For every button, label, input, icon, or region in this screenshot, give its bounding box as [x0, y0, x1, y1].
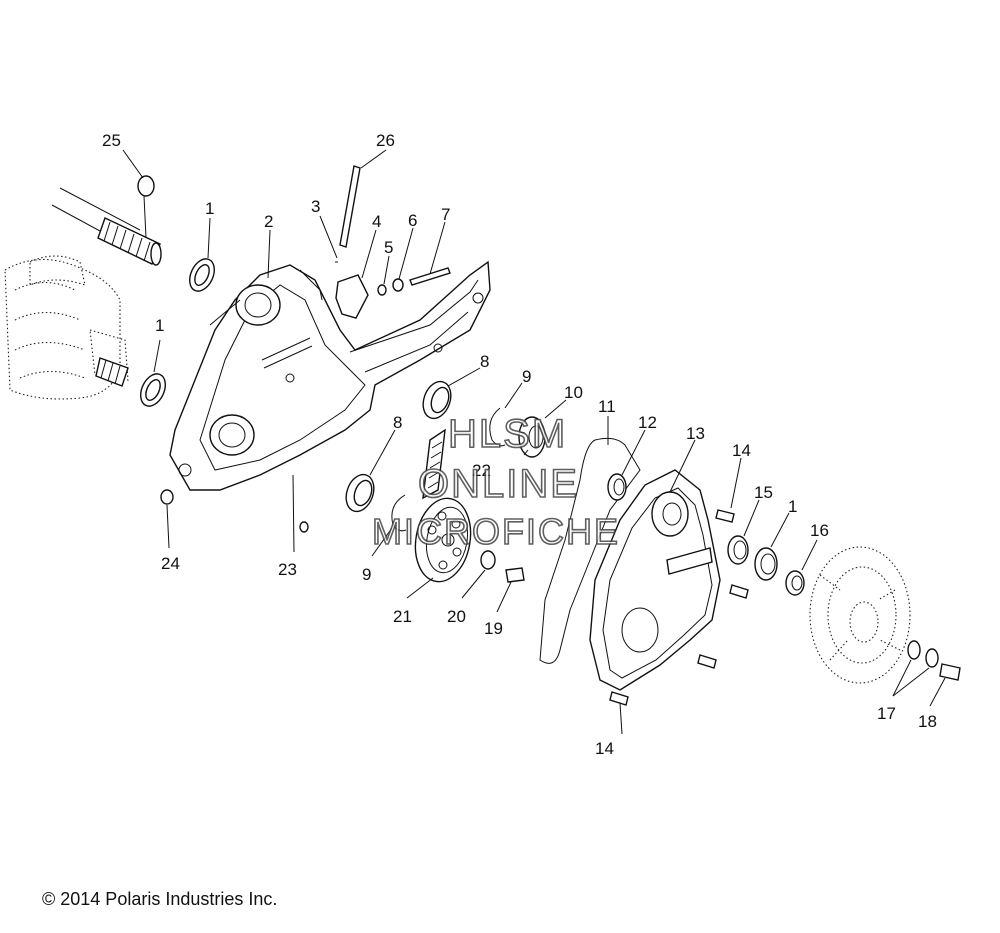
callout-6: 6 [408, 211, 417, 230]
gasket-part [539, 437, 641, 664]
callout-9-lower: 9 [362, 565, 371, 584]
brake-disc-part [809, 546, 911, 684]
callout-23: 23 [278, 560, 297, 579]
disc-bolt-part [939, 663, 961, 681]
callout-1-right: 1 [788, 497, 797, 516]
disc-washer-part [907, 640, 921, 660]
callout-4: 4 [372, 212, 381, 231]
callout-18: 18 [918, 712, 937, 731]
callout-5: 5 [384, 238, 393, 257]
leader-lines [122, 149, 946, 735]
callout-12: 12 [638, 413, 657, 432]
callout-1-upper: 1 [205, 199, 214, 218]
drain-plug-part [160, 489, 174, 505]
bottom-sprocket-part [414, 497, 472, 583]
watermark-line-3: MICROFICHE [372, 511, 620, 552]
callout-14-lower: 14 [595, 739, 614, 758]
seal-lower-part [140, 373, 166, 407]
snap-ring-lower-part [391, 494, 407, 532]
callout-15: 15 [754, 483, 773, 502]
washer-20-part [480, 550, 496, 570]
drive-chain-part [422, 428, 446, 500]
callout-16: 16 [810, 521, 829, 540]
o-ring-part [137, 175, 155, 197]
seal-upper-part [189, 258, 215, 292]
drive-shaft-part [51, 187, 162, 266]
tensioner-block-part [335, 274, 369, 319]
callout-26: 26 [376, 131, 395, 150]
watermark-line-2: ONLINE [418, 462, 579, 506]
washer-part [377, 284, 387, 296]
callout-20: 20 [447, 607, 466, 626]
callout-8-lower: 8 [393, 413, 402, 432]
output-bearing-part [727, 535, 749, 565]
transmission-part [4, 255, 129, 400]
callout-21: 21 [393, 607, 412, 626]
callout-2: 2 [264, 212, 273, 231]
chaincase-housing-part [169, 260, 491, 491]
callout-8-upper: 8 [480, 352, 489, 371]
nut-part [392, 278, 404, 292]
stub-shaft-part [95, 357, 129, 387]
watermark-line-1: HLSM [448, 412, 567, 456]
spacer-part [785, 570, 805, 596]
bolt-long-part [409, 267, 451, 286]
cover-bolt-part [715, 509, 735, 523]
callout-1-lower: 1 [155, 316, 164, 335]
plug-part [299, 521, 309, 533]
callout-10: 10 [564, 383, 583, 402]
seal-right-part [754, 547, 778, 581]
copyright-notice: © 2014 Polaris Industries Inc. [42, 889, 278, 909]
callout-labels: 25 26 1 2 3 4 5 6 7 1 8 9 10 11 12 13 14… [102, 131, 937, 758]
bolt-19-part [505, 567, 525, 583]
callout-22: 22 [472, 461, 491, 480]
callout-17: 17 [877, 704, 896, 723]
bearing-lower-part [345, 473, 375, 513]
callout-19: 19 [484, 619, 503, 638]
callout-9-upper: 9 [522, 367, 531, 386]
callout-25: 25 [102, 131, 121, 150]
callout-14-upper: 14 [732, 441, 751, 460]
callout-3: 3 [311, 197, 320, 216]
callout-7: 7 [441, 205, 450, 224]
bearing-upper-part [422, 380, 452, 420]
cover-seal-part [607, 473, 627, 501]
chaincase-cover-part [589, 469, 721, 691]
top-sprocket-part [518, 416, 546, 458]
snap-ring-upper-part [489, 407, 506, 447]
watermark: HLSM ONLINE MICROFICHE [371, 411, 620, 553]
pin-part [339, 165, 361, 248]
callout-11: 11 [598, 397, 616, 416]
callout-13: 13 [686, 424, 705, 443]
callout-24: 24 [161, 554, 180, 573]
